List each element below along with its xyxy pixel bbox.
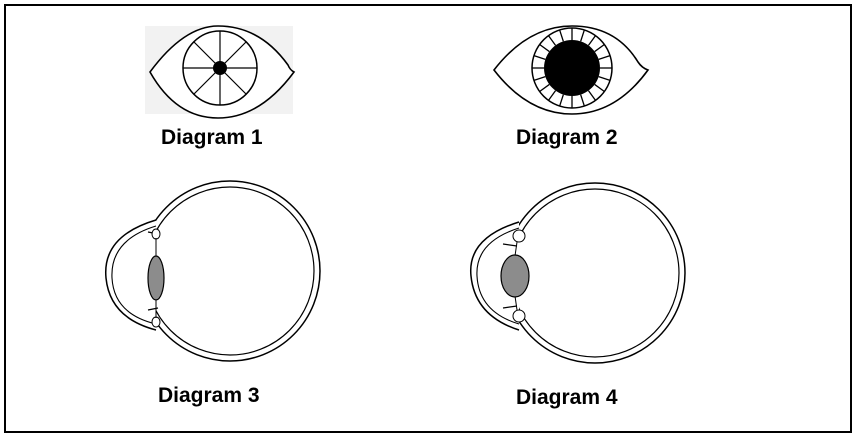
iris-segment-line [559,94,564,107]
pupil-constricted [213,61,227,75]
iris-top [502,243,518,247]
iris-segment-line [594,83,605,93]
ciliary-body-bottom [151,316,161,328]
eye-front-dilated [492,25,650,115]
sclera-outer [139,180,321,362]
iris-segment-line [539,83,550,93]
cornea-inner [111,225,157,325]
iris-segment-line [547,90,557,101]
cornea-inner [476,227,520,325]
iris-radial-lines [532,28,612,108]
iris-segment-line [539,43,550,53]
iris-segment-line [559,29,564,42]
cornea [470,221,520,331]
iris-segment-line [587,35,597,46]
caption-diagram-3: Diagram 3 [158,384,260,407]
ciliary-body-top [151,228,161,240]
ciliary-body-top [512,229,526,243]
iris-segment-line [533,76,546,81]
cornea [105,219,157,331]
iris-segment-line [587,90,597,101]
suspensory-ligament-bottom [514,295,518,311]
lens-thin [147,255,165,301]
caption-diagram-1: Diagram 1 [161,126,263,149]
iris-segment-line [598,55,611,60]
iris-segment-line [598,76,611,81]
pupil-dilated [544,40,600,96]
eye-cross-section-thick-lens [470,182,686,364]
figure-frame [4,4,852,433]
ciliary-body-bottom [512,309,526,323]
eye-cross-section-thin-lens [105,180,321,362]
iris-segment-line [580,29,585,42]
iris-segment-line [594,43,605,53]
eye-front-constricted [145,25,296,119]
sclera-outer [504,182,686,364]
lens-thick [500,254,530,298]
iris-segment-line [547,35,557,46]
caption-diagram-2: Diagram 2 [516,126,618,149]
caption-diagram-4: Diagram 4 [516,386,618,409]
iris-bottom [502,305,518,309]
suspensory-ligament-top [514,241,518,257]
iris-segment-line [533,55,546,60]
iris-segment-line [580,94,585,107]
